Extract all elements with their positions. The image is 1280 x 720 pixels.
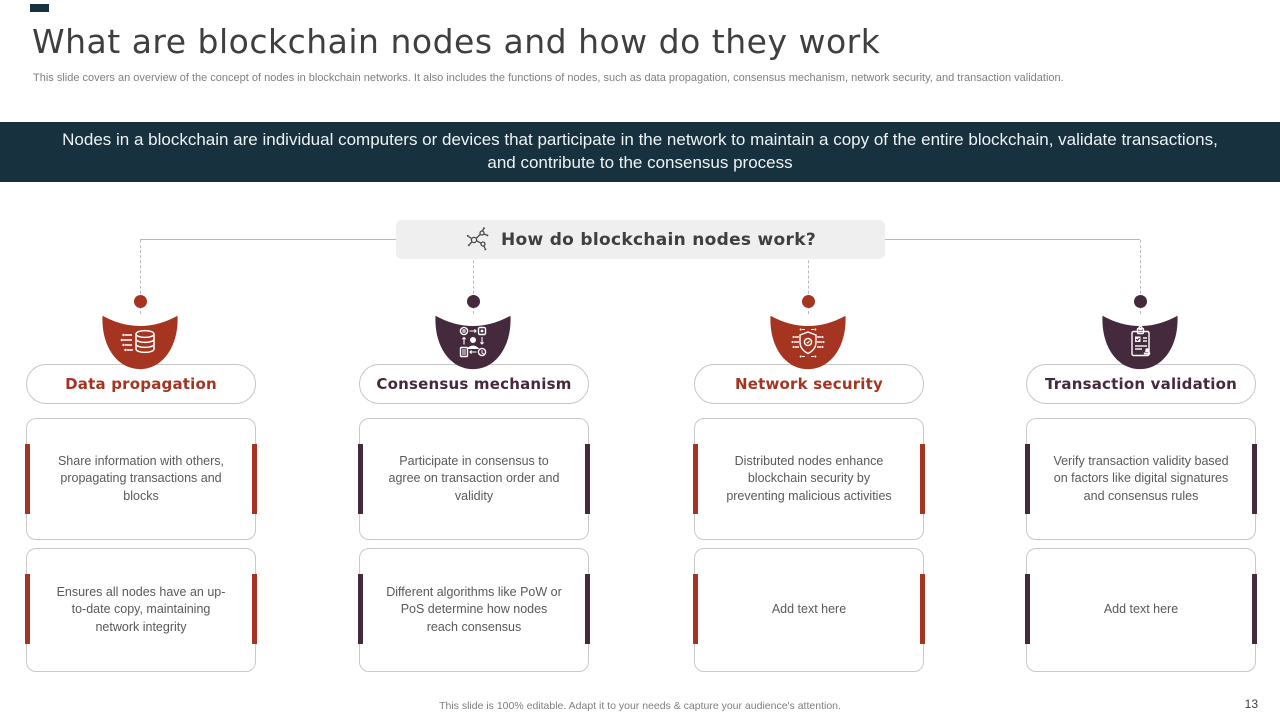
card-accent-bar [585, 444, 590, 514]
connector-dot [802, 295, 815, 308]
card-accent-bar [1025, 574, 1030, 644]
category-pill-consensus-mechanism[interactable]: Consensus mechanism [359, 364, 589, 404]
info-card[interactable]: Verify transaction validity based on fac… [1025, 418, 1257, 540]
info-card[interactable]: Participate in consensus to agree on tra… [358, 418, 590, 540]
consensus-people-icon [433, 311, 513, 371]
card-text: Different algorithms like PoW or PoS det… [386, 584, 562, 634]
column-transaction-validation: Transaction validation Verify transactio… [1024, 0, 1257, 720]
question-header-label: How do blockchain nodes work? [500, 229, 816, 250]
page-title: What are blockchain nodes and how do the… [32, 22, 881, 61]
info-card[interactable]: Share information with others, propagati… [25, 418, 257, 540]
category-label: Data propagation [65, 375, 217, 393]
card-accent-bar [25, 444, 30, 514]
card-accent-bar [358, 444, 363, 514]
category-label: Network security [734, 375, 883, 393]
card-text: Ensures all nodes have an up-to-date cop… [56, 584, 226, 634]
definition-banner-text: Nodes in a blockchain are individual com… [62, 130, 1218, 172]
clipboard-check-icon [1100, 311, 1180, 371]
card-accent-bar [920, 444, 925, 514]
connector-dot [467, 295, 480, 308]
info-card[interactable]: Add text here [1025, 548, 1257, 672]
column-network-security: Network security Distributed nodes enhan… [692, 0, 925, 720]
connector-dashed-line [140, 240, 141, 314]
column-consensus-mechanism: Consensus mechanism Participate in conse… [357, 0, 590, 720]
info-card[interactable]: Ensures all nodes have an up-to-date cop… [25, 548, 257, 672]
top-accent-bar [30, 4, 49, 12]
network-nodes-icon [465, 226, 491, 253]
connector-dot [1134, 295, 1147, 308]
page-subtitle: This slide covers an overview of the con… [33, 72, 1064, 84]
category-label: Consensus mechanism [376, 375, 572, 393]
footer-note: This slide is 100% editable. Adapt it to… [439, 700, 841, 712]
card-text: Share information with others, propagati… [57, 453, 225, 503]
connector-dashed-line [473, 240, 474, 314]
card-text: Participate in consensus to agree on tra… [388, 453, 560, 503]
card-accent-bar [358, 574, 363, 644]
card-accent-bar [1252, 444, 1257, 514]
info-card[interactable]: Different algorithms like PoW or PoS det… [358, 548, 590, 672]
card-accent-bar [693, 444, 698, 514]
card-accent-bar [252, 574, 257, 644]
category-pill-network-security[interactable]: Network security [694, 364, 924, 404]
connector-dashed-line [808, 240, 809, 314]
card-text: Add text here [1103, 602, 1179, 617]
info-card[interactable]: Add text here [693, 548, 925, 672]
connector-dot [134, 295, 147, 308]
shield-circuit-icon [768, 311, 848, 371]
connector-dashed-line [1140, 240, 1141, 314]
card-accent-bar [920, 574, 925, 644]
card-accent-bar [252, 444, 257, 514]
card-accent-bar [1025, 444, 1030, 514]
card-accent-bar [25, 574, 30, 644]
database-propagation-icon [100, 311, 180, 371]
card-text: Add text here [771, 602, 847, 617]
column-data-propagation: Data propagation Share information with … [24, 0, 257, 720]
card-accent-bar [585, 574, 590, 644]
info-card[interactable]: Distributed nodes enhance blockchain sec… [693, 418, 925, 540]
card-accent-bar [693, 574, 698, 644]
question-header[interactable]: How do blockchain nodes work? [396, 220, 885, 259]
category-pill-data-propagation[interactable]: Data propagation [26, 364, 256, 404]
category-label: Transaction validation [1045, 375, 1237, 393]
card-text: Verify transaction validity based on fac… [1053, 453, 1229, 503]
card-accent-bar [1252, 574, 1257, 644]
page-number: 13 [1244, 697, 1258, 711]
card-text: Distributed nodes enhance blockchain sec… [726, 453, 892, 503]
definition-banner: Nodes in a blockchain are individual com… [0, 122, 1280, 182]
category-pill-transaction-validation[interactable]: Transaction validation [1026, 364, 1256, 404]
